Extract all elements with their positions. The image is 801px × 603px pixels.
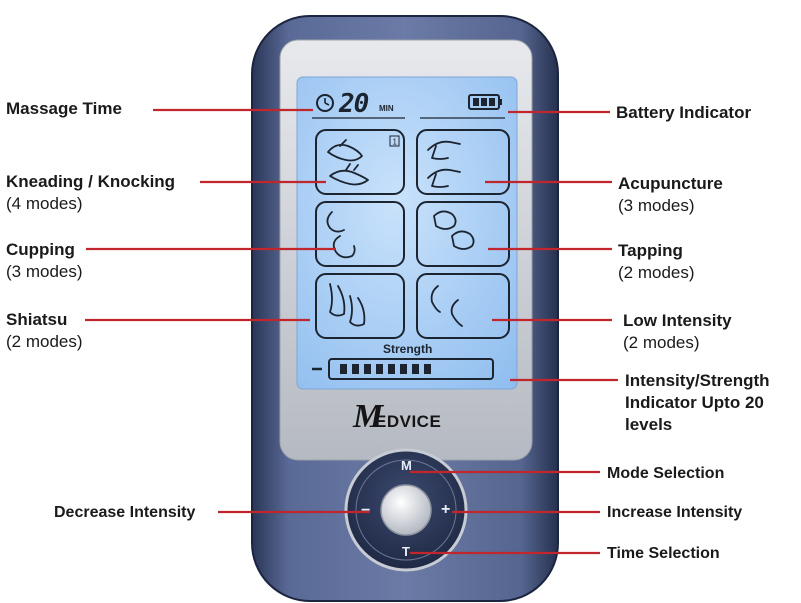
callout-battery: Battery Indicator — [616, 103, 752, 122]
acupuncture-hand-icon — [427, 140, 461, 188]
callout-increase: Increase Intensity — [607, 504, 743, 521]
strength-segment — [352, 364, 359, 374]
callout-kneading: Kneading / Knocking (4 modes) — [6, 172, 176, 213]
callout-time-selection: Time Selection — [607, 545, 720, 562]
center-knob — [380, 484, 432, 536]
strength-segment — [412, 364, 419, 374]
callout-mode-selection: Mode Selection — [607, 465, 725, 482]
callout-low-intensity: Low Intensity (2 modes) — [623, 311, 732, 352]
strength-segment — [400, 364, 407, 374]
mode-box-shiatsu — [315, 273, 405, 339]
callout-acupuncture: Acupuncture (3 modes) — [618, 174, 723, 215]
strength-segment — [424, 364, 431, 374]
time-button[interactable]: T — [402, 544, 410, 559]
callout-shiatsu: Shiatsu (2 modes) — [6, 310, 83, 351]
brand-logo-m: M — [353, 398, 384, 435]
time-readout: 20 — [339, 89, 369, 119]
low-intensity-ear-icon — [430, 285, 463, 327]
mode-button[interactable]: M — [401, 458, 412, 473]
strength-segments — [340, 364, 431, 374]
callout-tapping: Tapping (2 modes) — [618, 241, 695, 282]
strength-segment — [388, 364, 395, 374]
time-unit: MIN — [379, 104, 394, 113]
strength-segment — [376, 364, 383, 374]
kneading-hand-icon — [327, 139, 369, 186]
strength-label: Strength — [383, 342, 433, 356]
shiatsu-foot-icon — [329, 283, 366, 327]
mode-box-acupuncture — [416, 129, 510, 195]
strength-segment — [364, 364, 371, 374]
strength-bar — [328, 358, 494, 380]
mode-box-kneading — [315, 129, 405, 195]
callout-decrease: Decrease Intensity — [54, 504, 196, 521]
mode-box-low-intensity — [416, 273, 510, 339]
callout-cupping: Cupping (3 modes) — [6, 240, 83, 281]
decrease-button[interactable]: − — [361, 502, 371, 519]
brand-name: EDVICE — [375, 412, 442, 431]
mode-box-cupping — [315, 201, 405, 267]
clock-icon — [316, 94, 334, 112]
battery-icon — [468, 94, 502, 110]
strength-segment — [340, 364, 347, 374]
callout-strength: Intensity/Strength Indicator Upto 20 lev… — [625, 371, 770, 434]
tapping-hand-icon — [433, 210, 475, 250]
cupping-hand-icon — [326, 211, 356, 259]
callout-massage-time: Massage Time — [6, 99, 122, 118]
increase-button[interactable]: + — [441, 501, 451, 518]
svg-text:1: 1 — [393, 138, 398, 147]
mode-box-tapping — [416, 201, 510, 267]
